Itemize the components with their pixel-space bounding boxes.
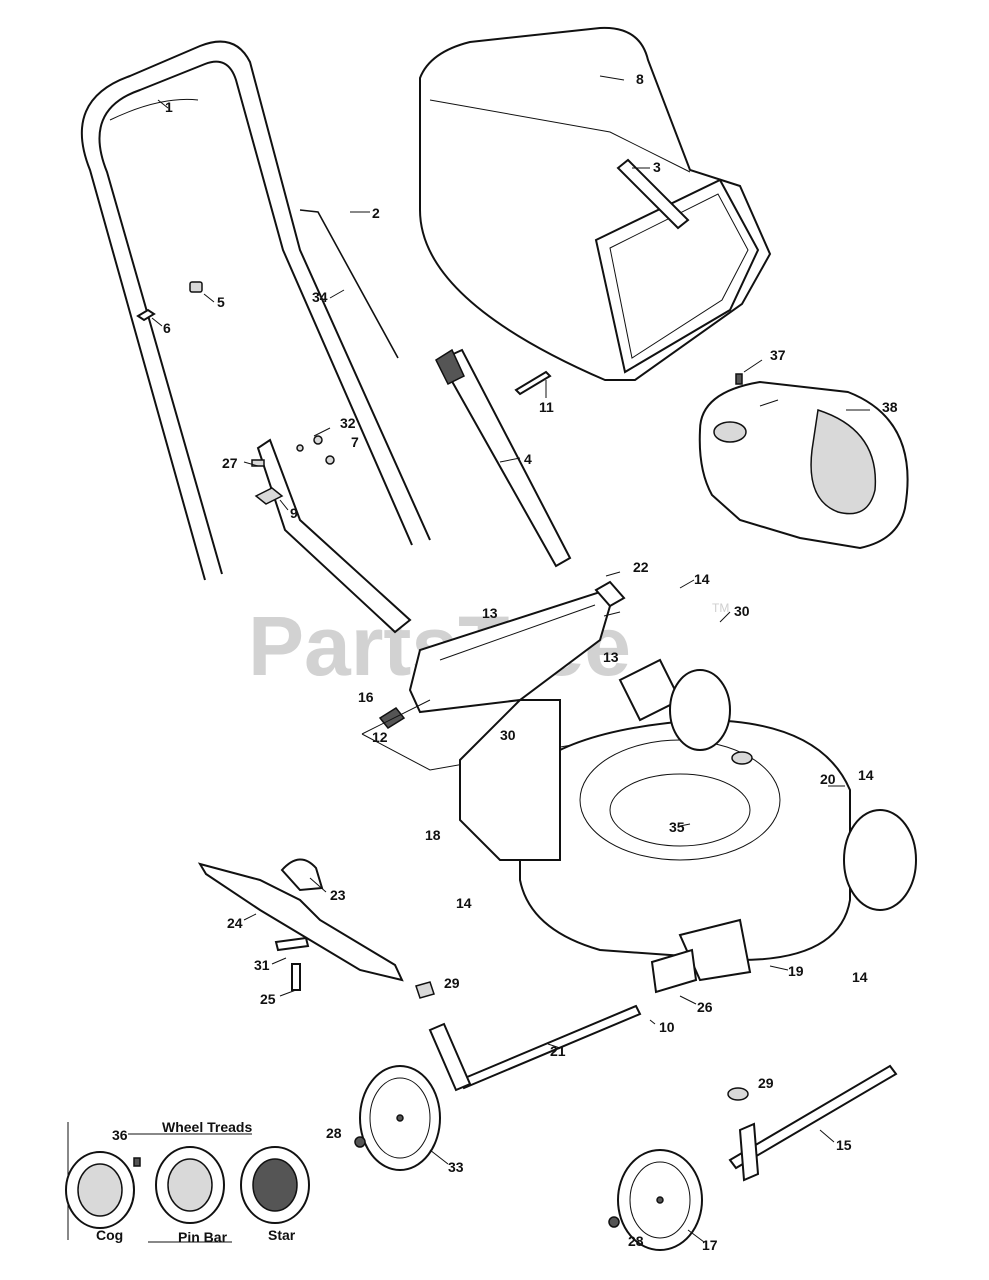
callout-14a[interactable]: 14	[694, 571, 710, 587]
callout-17[interactable]: 17	[702, 1237, 718, 1253]
callout-14c[interactable]: 14	[456, 895, 472, 911]
callout-27[interactable]: 27	[222, 455, 238, 471]
callout-21[interactable]: 21	[550, 1043, 566, 1059]
callout-28b[interactable]: 28	[628, 1233, 644, 1249]
bag-pin[interactable]	[514, 370, 552, 396]
grass-bag[interactable]	[419, 26, 772, 381]
callout-9[interactable]: 9	[290, 505, 298, 521]
control-cable[interactable]	[299, 209, 399, 359]
mower-deck[interactable]	[459, 658, 851, 982]
upper-handle[interactable]	[81, 40, 431, 634]
callout-19[interactable]: 19	[788, 963, 804, 979]
callout-6[interactable]: 6	[163, 320, 171, 336]
callout-7[interactable]: 7	[351, 434, 359, 450]
front-wheel[interactable]	[354, 1065, 441, 1171]
tread-label-cog: Cog	[96, 1227, 123, 1243]
callout-28a[interactable]: 28	[326, 1125, 342, 1141]
callout-13a[interactable]: 13	[482, 605, 498, 621]
wheel-treads-inset: Wheel Treads Cog Pin Bar Star	[65, 1119, 310, 1245]
callout-5[interactable]: 5	[217, 294, 225, 310]
deck-wheels	[669, 669, 917, 911]
callout-34[interactable]: 34	[312, 289, 328, 305]
leader-lines	[151, 75, 870, 1243]
callout-11[interactable]: 11	[539, 399, 554, 415]
callout-37[interactable]: 37	[770, 347, 786, 363]
callout-16[interactable]: 16	[358, 689, 374, 705]
tread-label-pin-bar: Pin Bar	[178, 1229, 228, 1245]
callout-29b[interactable]: 29	[758, 1075, 774, 1091]
callout-13b[interactable]: 13	[603, 649, 619, 665]
callout-3[interactable]: 3	[653, 159, 661, 175]
callout-33[interactable]: 33	[448, 1159, 464, 1175]
callout-14b[interactable]: 14	[858, 767, 874, 783]
callout-36[interactable]: 36	[112, 1127, 128, 1143]
lower-handle[interactable]	[435, 348, 572, 568]
wheel-treads-title: Wheel Treads	[162, 1119, 252, 1135]
cog-tread-icon	[65, 1151, 135, 1229]
watermark-trademark: TM	[712, 601, 729, 615]
callout-4[interactable]: 4	[524, 451, 532, 467]
callout-26[interactable]: 26	[697, 999, 713, 1015]
callout-15[interactable]: 15	[836, 1137, 852, 1153]
height-adjuster[interactable]	[650, 948, 698, 994]
callout-30a[interactable]: 30	[500, 727, 516, 743]
callout-numbers: 1 2 3 4 5 6 7 8 9 10 11 12 13 13 14 14 1…	[112, 71, 898, 1253]
handle-hardware[interactable]	[136, 281, 335, 505]
callout-12[interactable]: 12	[372, 729, 388, 745]
callout-30b[interactable]: 30	[734, 603, 750, 619]
rear-axle[interactable]	[727, 1064, 898, 1182]
callout-23[interactable]: 23	[330, 887, 346, 903]
callout-35[interactable]: 35	[669, 819, 685, 835]
callout-10[interactable]: 10	[659, 1019, 675, 1035]
star-tread-icon	[240, 1146, 310, 1224]
callout-32[interactable]: 32	[340, 415, 356, 431]
callout-38[interactable]: 38	[882, 399, 898, 415]
callout-24[interactable]: 24	[227, 915, 243, 931]
callout-1[interactable]: 1	[165, 99, 173, 115]
callout-31[interactable]: 31	[254, 957, 270, 973]
callout-22[interactable]: 22	[633, 559, 649, 575]
rear-wheel[interactable]	[608, 1149, 703, 1251]
callout-8[interactable]: 8	[636, 71, 644, 87]
front-axle[interactable]	[415, 981, 642, 1092]
callout-2[interactable]: 2	[372, 205, 380, 221]
callout-25[interactable]: 25	[260, 991, 276, 1007]
callout-20[interactable]: 20	[820, 771, 836, 787]
callout-18[interactable]: 18	[425, 827, 441, 843]
mower-blade[interactable]	[197, 858, 404, 991]
callout-29a[interactable]: 29	[444, 975, 460, 991]
callout-14d[interactable]: 14	[852, 969, 868, 985]
rear-deflector[interactable]	[378, 580, 626, 729]
pin-bar-tread-icon	[155, 1146, 225, 1224]
tread-label-star: Star	[268, 1227, 296, 1243]
engine-cover[interactable]	[698, 373, 909, 550]
